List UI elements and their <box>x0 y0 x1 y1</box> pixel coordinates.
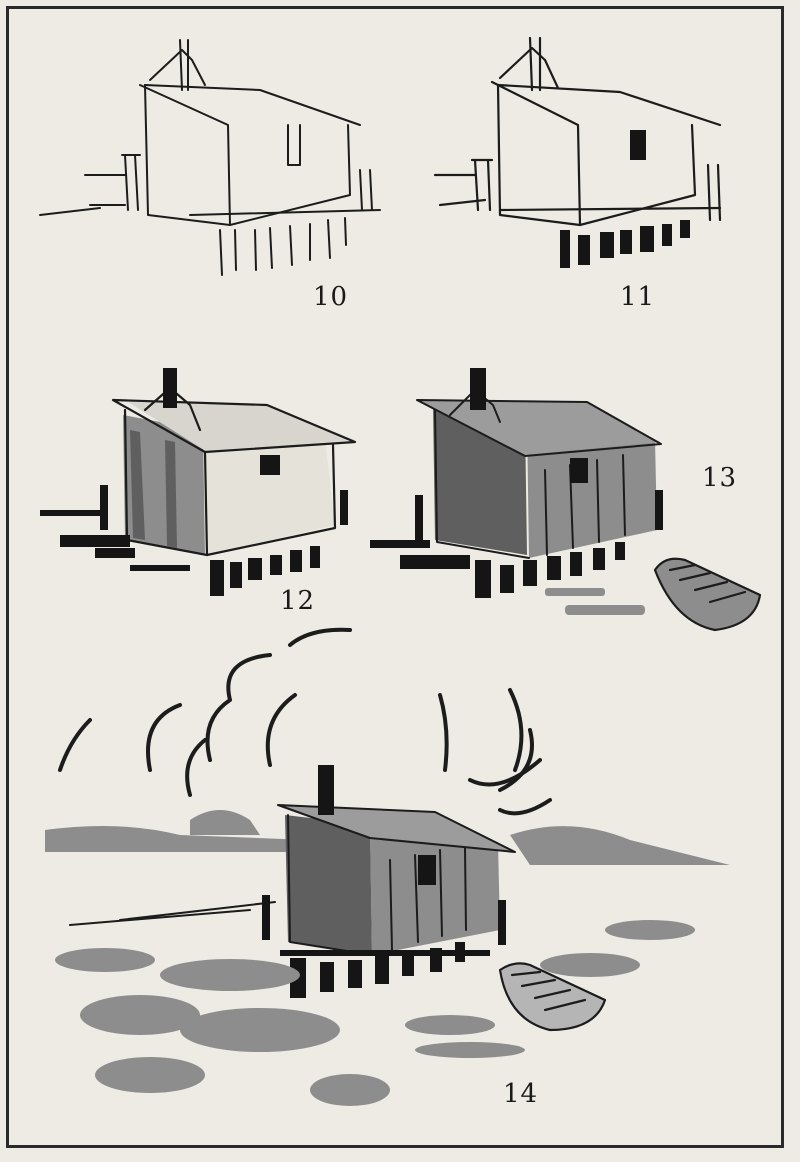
figure-number-12: 12 <box>280 586 316 616</box>
sketch-10-shack-outline <box>39 39 381 276</box>
figure-number-10: 10 <box>313 282 349 312</box>
plate-border <box>6 6 784 1148</box>
figure-number-13: 13 <box>702 463 738 493</box>
figure-number-14: 14 <box>503 1079 539 1109</box>
sketch-11-shack-outline <box>433 36 722 268</box>
sketch-12-shack-shaded <box>40 368 357 596</box>
sketch-14-full-scene <box>45 627 730 1106</box>
figure-number-11: 11 <box>620 282 656 312</box>
sketch-13-shack-with-boat <box>370 368 762 632</box>
